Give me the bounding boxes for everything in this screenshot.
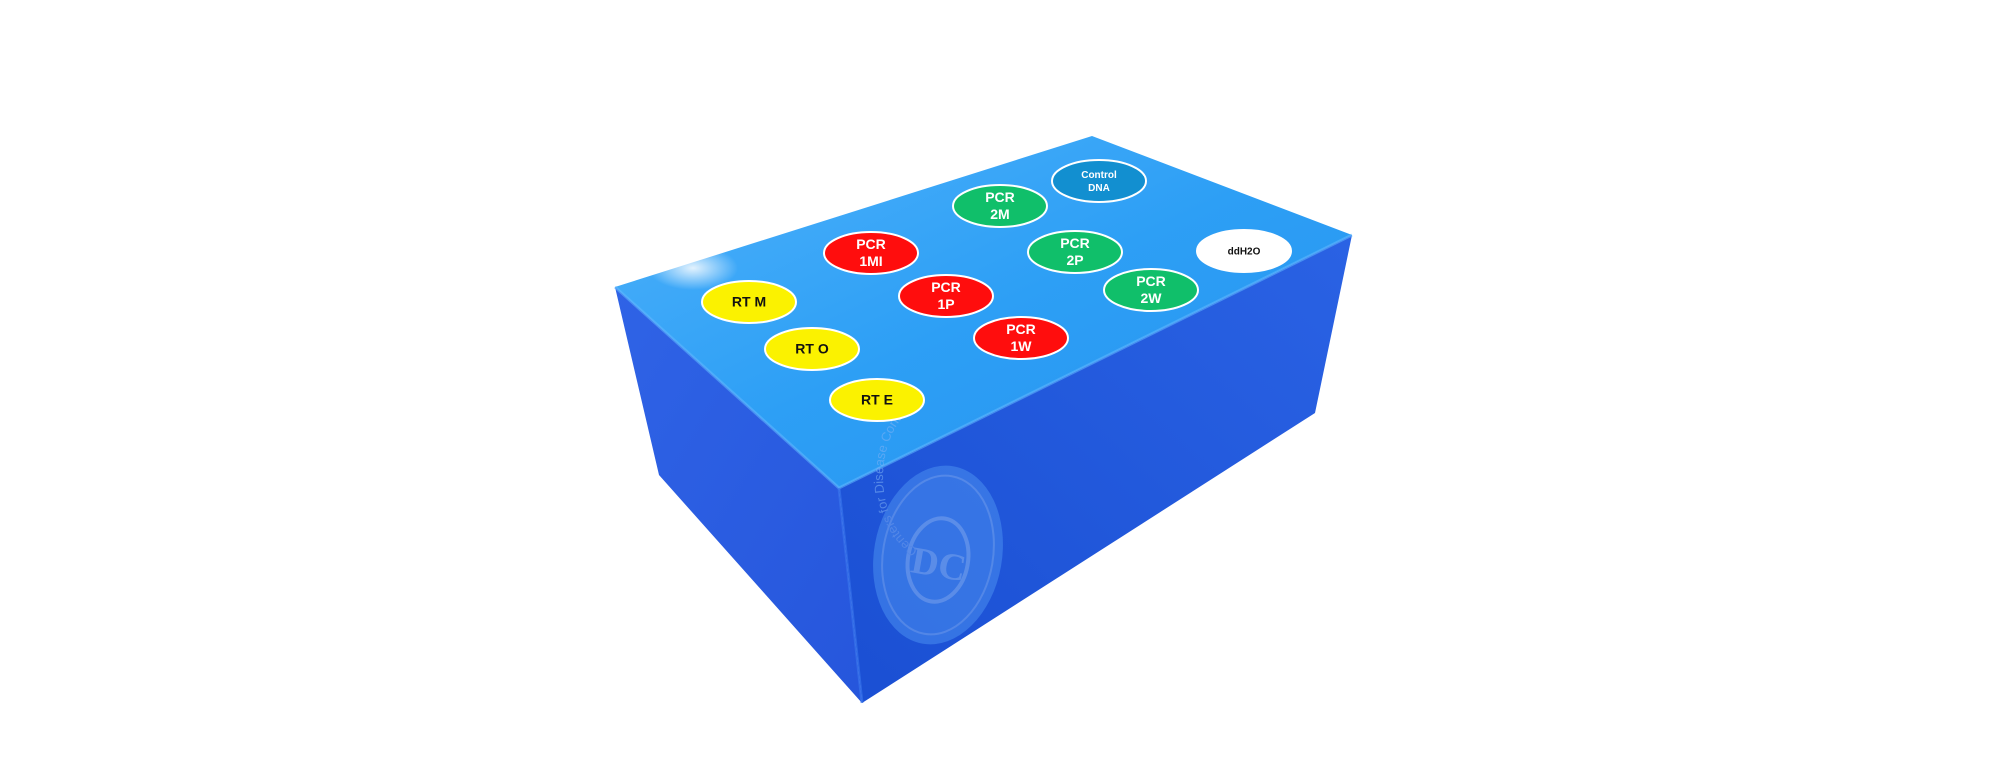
- tube-cap-pcr-1p: [898, 274, 994, 318]
- tube-cap-pcr-1mi: [823, 231, 919, 275]
- tube-cap-rt-m: [701, 280, 797, 324]
- tube-label-pcr-1mi-line2: 1MI: [859, 253, 882, 269]
- cdc-watermark-seal: DC Centers for Disease Control: [871, 399, 1003, 645]
- tube-label-rt-o-line1: RT O: [795, 341, 829, 357]
- tube-label-pcr-1p-line2: 1P: [937, 296, 954, 312]
- tube-label-pcr-1w-line1: PCR: [1006, 321, 1036, 337]
- tube-cap-pcr-2p: [1027, 230, 1123, 274]
- tube-label-pcr-1w-line2: 1W: [1011, 338, 1033, 354]
- tube-label-pcr-1p-line1: PCR: [931, 279, 961, 295]
- tube-cap-pcr-1w: [973, 316, 1069, 360]
- box-left-face: [615, 287, 862, 703]
- tube-label-control-dna-line1: Control: [1081, 170, 1117, 181]
- box-top-face: [615, 136, 1352, 488]
- tube-label-pcr-2p-line1: PCR: [1060, 235, 1090, 251]
- tube-label-control-dna-line2: DNA: [1088, 183, 1110, 194]
- tube-label-pcr-2p-line2: 2P: [1066, 252, 1083, 268]
- tube-rt-e: RT E: [829, 378, 925, 422]
- tube-cap-rt-e: [829, 378, 925, 422]
- tube-ddh2o: ddH2O: [1196, 229, 1292, 273]
- tube-label-pcr-2w-line2: 2W: [1141, 290, 1163, 306]
- tube-cap-pcr-2m: [952, 184, 1048, 228]
- tube-label-pcr-2w-line1: PCR: [1136, 273, 1166, 289]
- tube-label-rt-m-line1: RT M: [732, 294, 766, 310]
- tube-cap-pcr-2w: [1103, 268, 1199, 312]
- tube-label-rt-e-line1: RT E: [861, 392, 893, 408]
- box-edge-vertical: [837, 487, 864, 704]
- tube-cap-ddh2o: [1196, 229, 1292, 273]
- tube-label-ddh2o-line1: ddH2O: [1228, 247, 1261, 258]
- tube-cap-control-dna: [1051, 159, 1147, 203]
- tube-label-pcr-2m-line1: PCR: [985, 189, 1015, 205]
- tube-label-pcr-1mi-line1: PCR: [856, 236, 886, 252]
- tube-rt-o: RT O: [764, 327, 860, 371]
- tube-cap-rt-o: [764, 327, 860, 371]
- tube-holes: RT MRT ORT EPCR1MIPCR1PPCR1WPCR2MPCR2PPC…: [701, 159, 1292, 422]
- box-shine: [648, 246, 738, 290]
- tube-label-pcr-2m-line2: 2M: [990, 206, 1009, 222]
- seal-monogram: DC: [908, 539, 969, 590]
- tube-rt-m: RT M: [701, 280, 797, 324]
